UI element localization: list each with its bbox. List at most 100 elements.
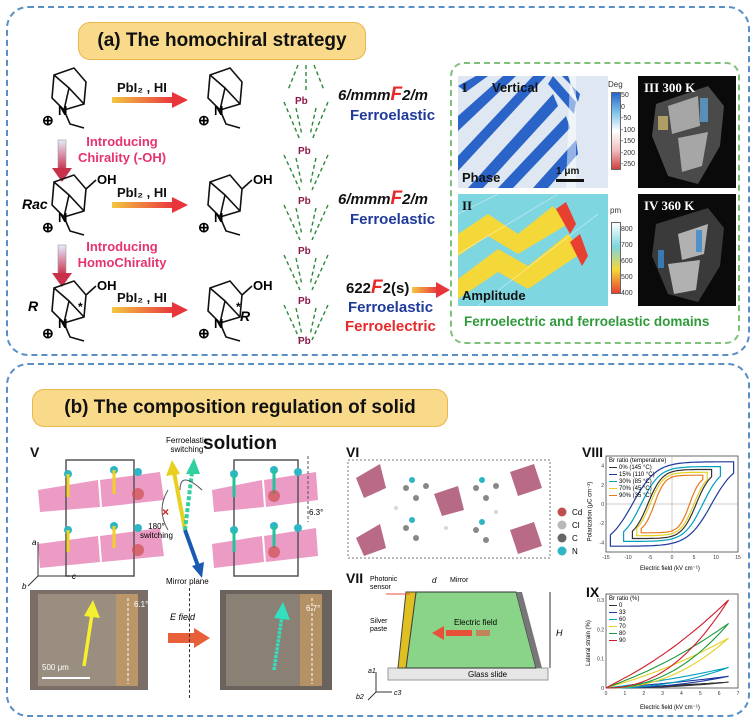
pe-loop-1 <box>609 461 735 547</box>
reaction-arrow-1 <box>112 92 188 108</box>
n-atom-p2: N <box>214 210 224 225</box>
plus-p3: ⊕ <box>198 325 210 341</box>
strain-legend-swatch <box>609 632 617 635</box>
pe-legend-swatch <box>609 487 617 490</box>
mirror-plane: Mirror plane <box>166 577 209 586</box>
n-atom-1: N <box>58 103 68 118</box>
oh-p2: OH <box>253 278 273 293</box>
strain-legend-item: 0 <box>609 603 639 610</box>
pe-xtick: -5 <box>648 555 653 561</box>
pe-xtick: 0 <box>671 555 674 561</box>
strain-legend-item: 90 <box>609 638 639 645</box>
image-i-title: Vertical <box>492 80 539 95</box>
strain-legend-label: 90 <box>619 638 626 644</box>
pe-legend-title: Br ratio (temperature) <box>609 458 667 464</box>
label-ix: IX <box>586 584 600 600</box>
pe-legend-item: 15% (110 °C) <box>609 472 666 479</box>
pe-legend-swatch <box>609 494 617 497</box>
strain-legend-swatch <box>609 639 617 642</box>
pe-loop-4 <box>640 474 704 534</box>
property-1: Ferroelastic <box>350 107 436 124</box>
legend-vi-dots <box>557 507 567 556</box>
image-ii-bottom: Amplitude <box>462 288 526 303</box>
image-i-bottom: Phase <box>462 170 501 185</box>
strain-legend-item: 80 <box>609 631 639 638</box>
strain-ytick: 0 <box>601 686 604 692</box>
colorbar-amplitude <box>611 222 621 294</box>
image-360k <box>638 194 736 306</box>
star-p1: * <box>236 300 241 314</box>
down-arrow-1 <box>52 139 72 182</box>
strain-legend-item: 60 <box>609 617 639 624</box>
pb-chain <box>283 64 329 341</box>
oh-1: OH <box>97 172 117 187</box>
pb-2: Pb <box>298 146 311 157</box>
pe-xtick: 5 <box>693 555 696 561</box>
strain-legend-swatch <box>609 625 617 628</box>
property-3b: Ferroelectric <box>345 318 436 335</box>
reagent-2: PbI₂ , HI <box>117 185 167 200</box>
strain-curve-4 <box>605 622 730 689</box>
panel-a-scheme <box>51 64 329 342</box>
oh-2: OH <box>97 278 117 293</box>
image-300k <box>638 76 736 188</box>
space-group-2: 6/mmmF2/m <box>338 188 428 209</box>
pe-ytick: -4 <box>600 540 605 546</box>
strain-legend-label: 33 <box>619 610 626 616</box>
pe-legend-swatch <box>609 480 617 483</box>
pe-loop-2 <box>623 466 721 542</box>
pe-xtick: -10 <box>624 555 631 561</box>
structure-v-left <box>38 459 164 577</box>
plus-3: ⊕ <box>42 325 54 341</box>
mirror-line <box>189 588 190 698</box>
e-field-arrow <box>168 628 210 648</box>
pe-ylabel: Polarization (μC cm⁻²) <box>587 481 594 542</box>
axis-a1: a1 <box>368 668 376 675</box>
svg-text:×: × <box>162 505 169 519</box>
pb-5: Pb <box>298 296 311 307</box>
strain-xtick: 4 <box>680 691 683 697</box>
strain-xtick: 6 <box>718 691 721 697</box>
property-3a: Ferroelastic <box>348 299 434 316</box>
colorbar-amplitude-unit: pm <box>610 206 622 215</box>
angle-61: 6.1° <box>134 600 149 609</box>
label-viii: VIII <box>582 444 604 460</box>
image-iv-label: IV 360 K <box>644 198 695 213</box>
axis-c3: c3 <box>394 690 402 697</box>
label-vi: VI <box>346 444 360 460</box>
strain-curve-3 <box>605 637 729 689</box>
pe-ytick: 4 <box>601 464 604 470</box>
strain-ytick: 0.2 <box>597 627 604 633</box>
strain-legend-item: 70 <box>609 624 639 631</box>
panel-b-title: (b) The composition regulation of solid … <box>32 389 448 454</box>
n-atom-p1: N <box>214 103 224 118</box>
pe-legend-label: 70% (45 °C) <box>619 486 652 492</box>
oh-p1: OH <box>253 172 273 187</box>
reagent-1: PbI₂ , HI <box>117 80 167 95</box>
strain-xtick: 2 <box>642 691 645 697</box>
axes-v <box>27 542 70 587</box>
n-atom-2: N <box>58 210 68 225</box>
colorbar-phase <box>611 92 621 170</box>
pe-ytick: -2 <box>600 521 605 527</box>
panel-a <box>6 6 750 356</box>
property-2: Ferroelastic <box>350 211 436 228</box>
pe-legend-label: 15% (110 °C) <box>619 472 655 478</box>
scale-bar-i <box>556 179 584 182</box>
strain-xtick: 5 <box>699 691 702 697</box>
pe-legend-label: 90% (35 °C) <box>619 493 652 499</box>
micrograph-left <box>30 590 148 690</box>
space-group-1: 6/mmmF2/m <box>338 84 428 105</box>
panel-b <box>6 363 750 717</box>
pe-legend-item: 70% (45 °C) <box>609 486 666 493</box>
plus-p2: ⊕ <box>198 219 210 235</box>
scale-500: 500 μm <box>42 663 69 672</box>
h-label: H <box>556 628 563 638</box>
pe-ytick: 2 <box>601 483 604 489</box>
pe-xlabel: Electric field (kV cm⁻¹) <box>640 566 700 572</box>
